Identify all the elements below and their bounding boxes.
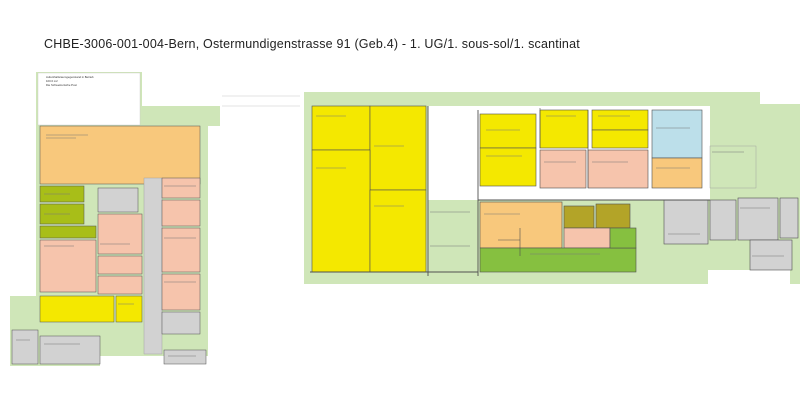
right-salmon-room-2[interactable]	[587, 149, 649, 189]
left-header-line1: Aufenthaltsraumgegenstand in Betrieb	[46, 75, 94, 79]
right-grey-room-6[interactable]	[709, 145, 757, 189]
right-blue-room[interactable]	[651, 109, 703, 159]
right-grey-room-4[interactable]	[779, 197, 799, 239]
right-salmon-room-1[interactable]	[539, 149, 587, 189]
left-grey-room-2[interactable]	[161, 311, 201, 335]
left-yellow-room-2[interactable]	[115, 295, 143, 323]
right-salmon-room-3[interactable]	[563, 227, 611, 249]
left-salmon-room-4[interactable]	[97, 275, 143, 295]
right-yellow-room-1[interactable]	[311, 105, 371, 151]
right-yellow-room-2[interactable]	[369, 105, 427, 191]
right-yellow-room-9[interactable]	[591, 129, 649, 149]
right-yellow-room-5[interactable]	[479, 113, 537, 149]
left-salmon-room-8[interactable]	[161, 273, 201, 311]
right-grey-room-5[interactable]	[749, 239, 793, 271]
left-salmon-room-1[interactable]	[39, 239, 97, 293]
left-salmon-room-7[interactable]	[161, 227, 201, 273]
left-salmon-room-5[interactable]	[161, 177, 201, 199]
left-salmon-room-6[interactable]	[161, 199, 201, 227]
left-grey-room-4[interactable]	[39, 335, 101, 365]
room-tag-strokes	[16, 115, 784, 357]
left-building: Aufenthaltsraumgegenstand in Betrieb 100…	[10, 72, 220, 366]
right-wall-details	[498, 108, 589, 256]
right-yellow-room-3[interactable]	[311, 149, 371, 273]
right-khaki-room-2[interactable]	[595, 203, 631, 229]
left-salmon-room-2[interactable]	[97, 213, 143, 255]
right-yellow-room-4[interactable]	[369, 189, 427, 273]
left-orange-room[interactable]	[39, 125, 201, 185]
left-yellow-room-1[interactable]	[39, 295, 115, 323]
right-grey-room-1[interactable]	[663, 199, 709, 245]
left-grey-room-1[interactable]	[97, 187, 139, 213]
left-salmon-room-3[interactable]	[97, 255, 143, 275]
right-grey-room-3[interactable]	[737, 197, 779, 241]
left-header-line3: Die Schweizerische Post	[46, 83, 77, 87]
right-building	[304, 92, 800, 284]
right-grey-room-2[interactable]	[709, 199, 737, 241]
passage-line	[222, 95, 300, 107]
right-orange-room-2[interactable]	[479, 201, 563, 249]
right-yellow-room-7[interactable]	[539, 109, 589, 149]
right-orange-room-1[interactable]	[651, 157, 703, 189]
right-wall-outline	[310, 106, 710, 276]
right-green-room-tall[interactable]	[609, 227, 637, 249]
right-yellow-room-8[interactable]	[591, 109, 649, 131]
left-olive-room-3[interactable]	[39, 225, 97, 239]
right-yellow-room-6[interactable]	[479, 147, 537, 187]
left-header-room[interactable]	[37, 72, 141, 126]
left-header-line2: 100.0 m2	[46, 79, 58, 83]
left-corridor	[143, 177, 163, 355]
left-grey-room-3[interactable]	[11, 329, 39, 365]
left-grey-room-5[interactable]	[163, 349, 207, 365]
plan-title: CHBE-3006-001-004-Bern, Ostermundigenstr…	[44, 37, 580, 51]
right-green-room[interactable]	[479, 247, 637, 273]
right-khaki-room-1[interactable]	[563, 205, 595, 229]
